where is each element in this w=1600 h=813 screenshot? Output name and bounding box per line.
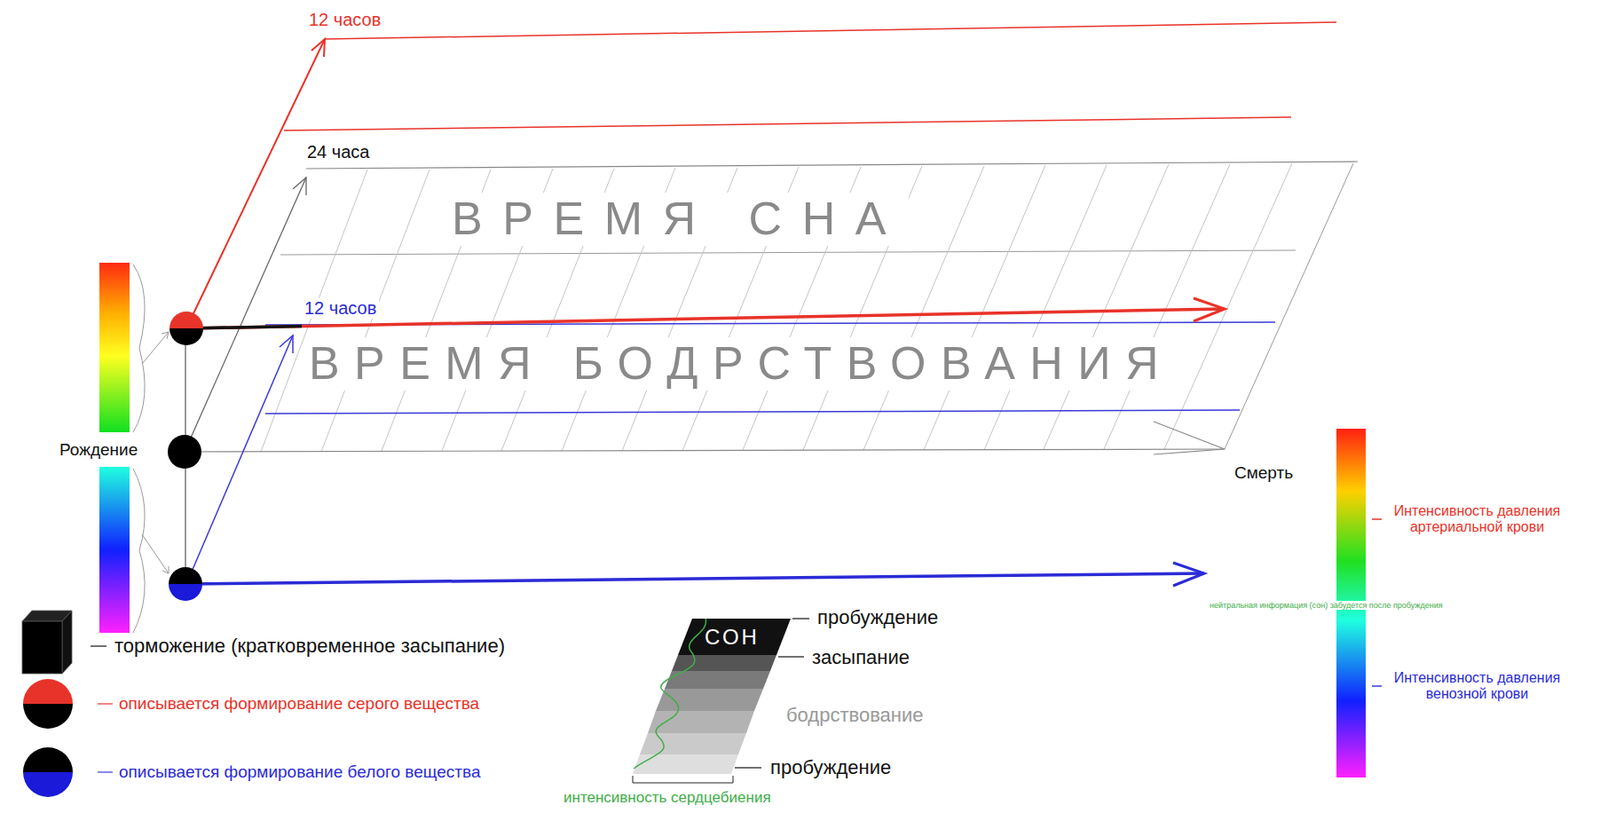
circle-top bbox=[169, 311, 204, 329]
legend-circle-top bbox=[23, 678, 73, 704]
hours-label: 12 часов bbox=[306, 9, 384, 31]
stack-band bbox=[664, 670, 771, 689]
blue-time-arrow bbox=[186, 573, 1205, 584]
death-label: Смерть bbox=[1231, 463, 1296, 483]
brace-arrow bbox=[141, 331, 169, 364]
plane-edge bbox=[1224, 163, 1354, 450]
legend-circle-bottom bbox=[23, 703, 73, 729]
birth-label: Рождение bbox=[56, 440, 141, 460]
cube-side bbox=[62, 610, 72, 674]
color-bar bbox=[99, 262, 130, 433]
leader-line bbox=[1371, 518, 1382, 521]
plane-edge bbox=[184, 449, 1225, 452]
brace bbox=[133, 264, 145, 433]
black-segment bbox=[186, 326, 302, 330]
leader-line bbox=[1371, 685, 1382, 687]
leader-line bbox=[792, 617, 810, 619]
arrow-head bbox=[279, 335, 293, 354]
stage-label: бодрствование bbox=[783, 703, 927, 726]
band-text: СОН bbox=[704, 624, 760, 650]
color-bar bbox=[99, 466, 130, 633]
leader-line bbox=[778, 655, 804, 657]
hours-label: 24 часа bbox=[304, 141, 372, 163]
stage-label: пробуждение bbox=[814, 606, 941, 629]
sleep-band: СОН bbox=[689, 620, 775, 654]
brace-arrow bbox=[141, 534, 169, 574]
blue-arrow bbox=[186, 335, 293, 584]
grey-arrow bbox=[184, 177, 307, 452]
legend-circle-bottom bbox=[23, 772, 73, 797]
arrow-head bbox=[311, 39, 325, 57]
legend-text: торможение (кратковременное засыпание) bbox=[111, 634, 508, 657]
leader-line bbox=[734, 766, 762, 768]
legend-text: описывается формирование серого вещества bbox=[116, 693, 482, 714]
red-line bbox=[283, 117, 1292, 131]
scale-label: Интенсивность давления артериальной кров… bbox=[1386, 503, 1569, 536]
bracket bbox=[632, 775, 734, 783]
arrow-head bbox=[1193, 298, 1225, 322]
legend-text: описывается формирование белого вещества bbox=[116, 762, 483, 782]
stack-band bbox=[655, 688, 764, 711]
birth-circle bbox=[167, 434, 202, 469]
circle-bottom bbox=[169, 328, 204, 346]
zone-title: ВРЕМЯ СНА bbox=[449, 192, 909, 246]
grid-lines bbox=[260, 163, 1293, 452]
stack-band bbox=[632, 754, 739, 774]
arrow-head bbox=[1173, 562, 1205, 586]
stage-label: пробуждение bbox=[767, 756, 894, 779]
leader-line bbox=[97, 771, 113, 773]
axis-label: интенсивность сердцебиения bbox=[560, 788, 774, 807]
stack-band bbox=[647, 710, 755, 734]
plane-edge bbox=[306, 161, 1358, 169]
leader-line bbox=[90, 645, 107, 647]
scale-label: Интенсивность давления венозной крови bbox=[1386, 669, 1569, 703]
leader-line bbox=[97, 702, 113, 704]
legend-circle-top bbox=[23, 747, 73, 773]
blue-line bbox=[265, 409, 1240, 414]
red-line bbox=[324, 22, 1337, 40]
heartbeat-line bbox=[633, 618, 707, 769]
arrow-head bbox=[1153, 421, 1225, 455]
circle-top bbox=[168, 567, 203, 584]
cube-front bbox=[22, 621, 63, 674]
note-label: нейтральная информация (сон) забудется п… bbox=[1206, 600, 1446, 610]
stack-band bbox=[639, 733, 747, 755]
zone-title: ВРЕМЯ БОДРСТВОВАНИЯ bbox=[306, 337, 1176, 391]
plane-line bbox=[280, 250, 1296, 255]
brace bbox=[133, 468, 145, 633]
arrow-head bbox=[292, 177, 307, 196]
hours-label: 12 часов bbox=[301, 298, 379, 319]
circle-bottom bbox=[168, 583, 203, 601]
stage-label: засыпание bbox=[809, 646, 913, 669]
